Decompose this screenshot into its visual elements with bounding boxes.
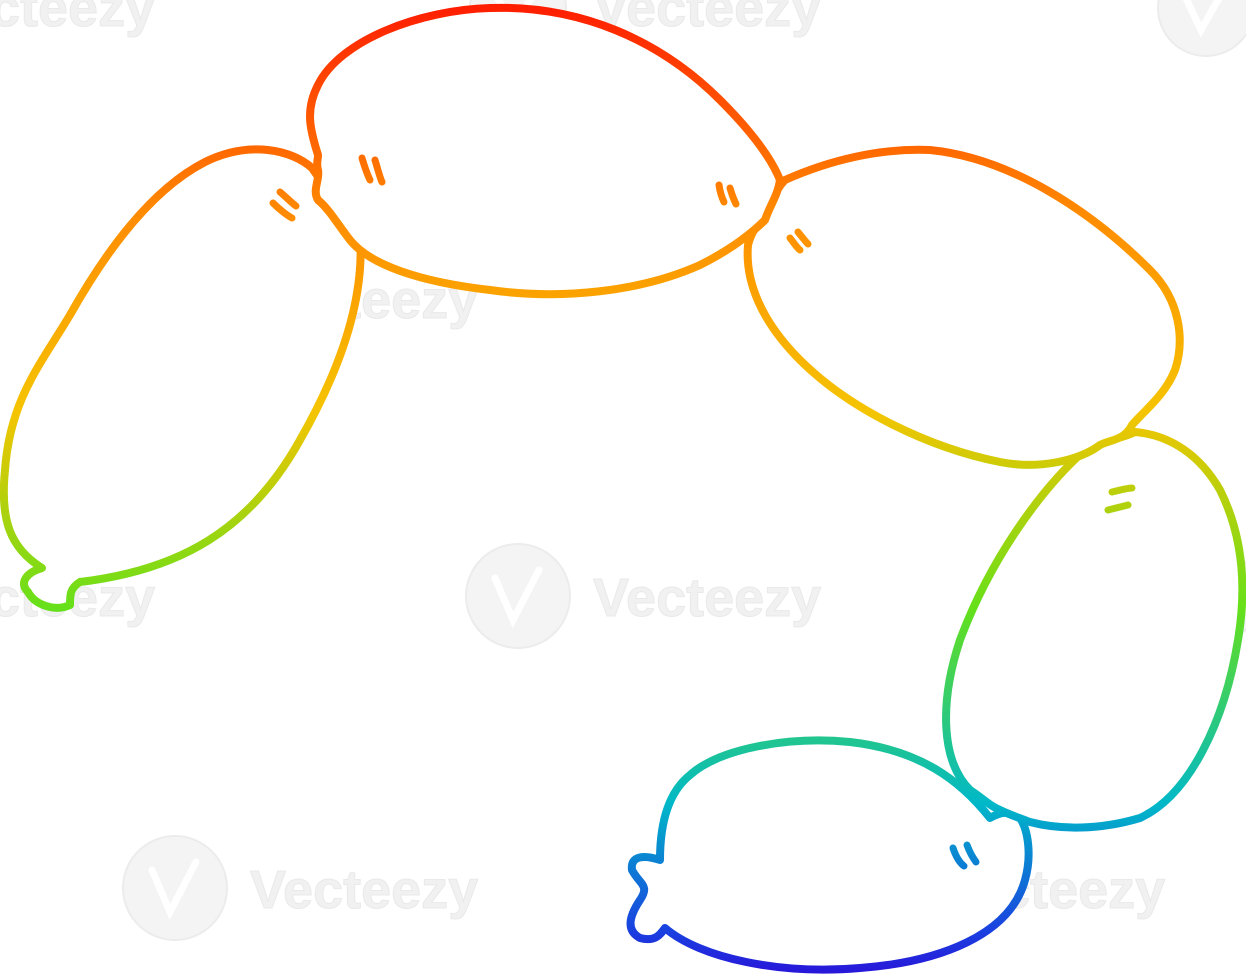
watermark-logo-icon (465, 543, 571, 649)
watermark-text: cteezy (0, 0, 155, 38)
watermark-text: Vecteezy (593, 0, 821, 38)
watermark-text: Vecteezy (593, 568, 821, 628)
sausage-left (0, 145, 365, 612)
watermark-text: Vecteezy (250, 860, 478, 920)
sausage-right (942, 428, 1246, 832)
sausage-upper-right (743, 145, 1184, 469)
sausage-bottom (626, 736, 1033, 974)
watermark-logo-icon (1157, 0, 1246, 57)
sausage-top (306, 3, 784, 299)
watermark-logo-icon (122, 835, 228, 941)
